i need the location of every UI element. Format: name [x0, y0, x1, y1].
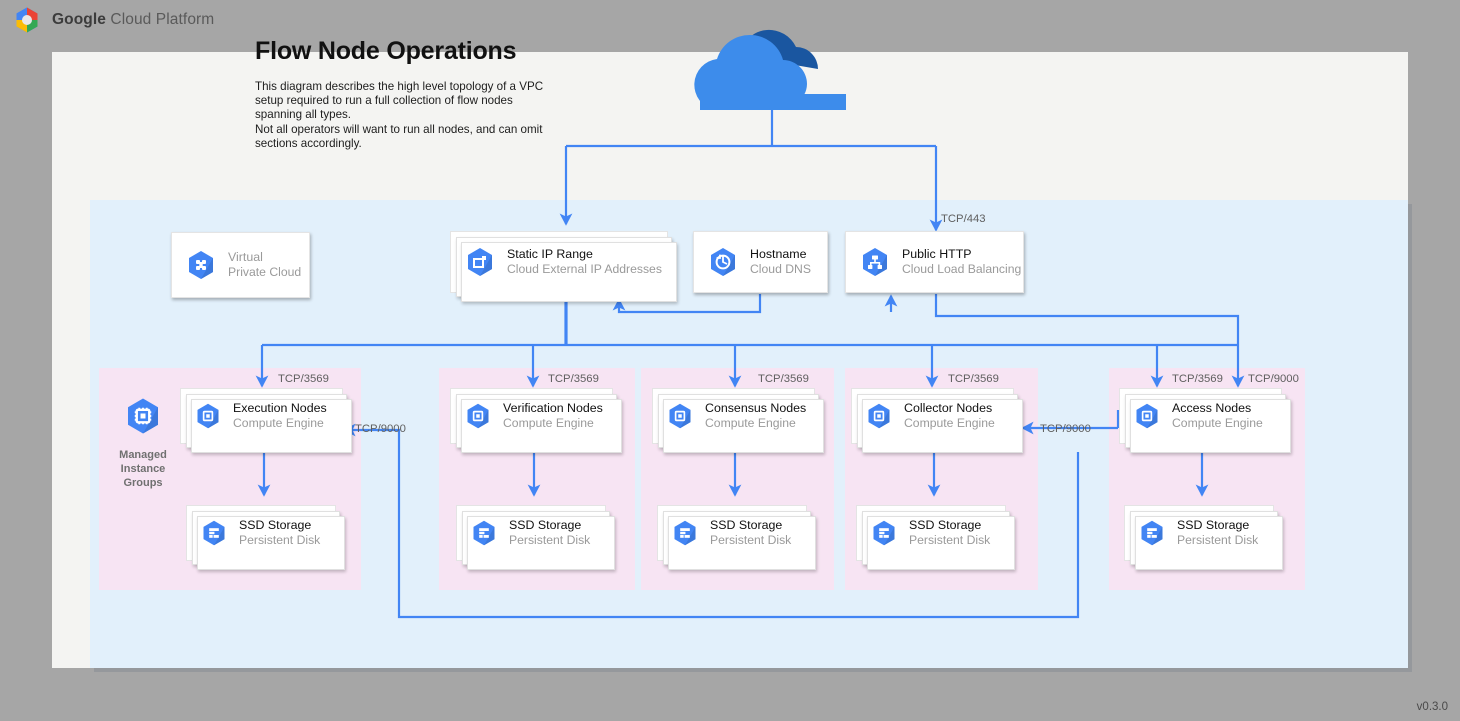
node-subtitle: Cloud Load Balancing: [902, 262, 1022, 277]
node-title: Hostname: [750, 247, 807, 261]
page-title: Flow Node Operations: [255, 37, 517, 65]
gcp-hexagon-logo-icon: [16, 7, 38, 33]
node-virtual-private-cloud[interactable]: Virtual Private Cloud: [171, 232, 310, 298]
storage-execution[interactable]: SSD Storage Persistent Disk: [186, 505, 345, 570]
compute-engine-icon: [467, 403, 489, 429]
port-label-consensus-3569: TCP/3569: [758, 373, 809, 385]
port-label-access-9000: TCP/9000: [1248, 373, 1299, 385]
port-label-exec-9000: TCP/9000: [355, 423, 406, 435]
node-public-http[interactable]: Public HTTP Cloud Load Balancing: [845, 231, 1024, 293]
storage-subtitle: Persistent Disk: [710, 533, 792, 548]
cloud-dns-icon: [711, 248, 735, 276]
node-subtitle: Compute Engine: [1172, 416, 1263, 431]
node-title: Consensus Nodes: [705, 401, 807, 415]
port-label-verify-3569: TCP/3569: [548, 373, 599, 385]
node-title: Static IP Range: [507, 247, 593, 261]
compute-engine-icon: [197, 403, 219, 429]
node-subtitle: Compute Engine: [233, 416, 324, 431]
storage-access[interactable]: SSD Storage Persistent Disk: [1124, 505, 1283, 570]
storage-consensus[interactable]: SSD Storage Persistent Disk: [657, 505, 816, 570]
node-title: Collector Nodes: [904, 401, 993, 415]
storage-subtitle: Persistent Disk: [509, 533, 591, 548]
persistent-disk-icon: [1141, 520, 1163, 546]
storage-subtitle: Persistent Disk: [1177, 533, 1259, 548]
node-static-ip-range[interactable]: Static IP Range Cloud External IP Addres…: [450, 231, 677, 302]
persistent-disk-icon: [203, 520, 225, 546]
node-subtitle: Cloud External IP Addresses: [507, 262, 662, 277]
managed-instance-group-icon: [128, 398, 158, 434]
node-subtitle: Compute Engine: [503, 416, 594, 431]
storage-verification[interactable]: SSD Storage Persistent Disk: [456, 505, 615, 570]
persistent-disk-icon: [674, 520, 696, 546]
storage-subtitle: Persistent Disk: [909, 533, 991, 548]
node-title: Execution Nodes: [233, 401, 327, 415]
cloud-external-ip-icon: [468, 248, 492, 276]
port-label-exec-3569: TCP/3569: [278, 373, 329, 385]
node-consensus-nodes[interactable]: Consensus Nodes Compute Engine: [652, 388, 824, 453]
storage-title: SSD Storage: [509, 518, 582, 532]
mig-label-execution: Managed Instance Groups: [119, 449, 167, 489]
cloud-icon: [694, 29, 846, 110]
brand-bold: Google: [52, 11, 106, 28]
persistent-disk-icon: [873, 520, 895, 546]
node-subtitle: Compute Engine: [705, 416, 796, 431]
virtual-private-cloud-icon: [189, 251, 213, 279]
storage-title: SSD Storage: [909, 518, 982, 532]
compute-engine-icon: [868, 403, 890, 429]
brand-rest: Cloud Platform: [106, 11, 215, 28]
node-verification-nodes[interactable]: Verification Nodes Compute Engine: [450, 388, 622, 453]
node-title: Verification Nodes: [503, 401, 603, 415]
compute-engine-icon: [1136, 403, 1158, 429]
node-hostname[interactable]: Hostname Cloud DNS: [693, 231, 828, 293]
storage-collector[interactable]: SSD Storage Persistent Disk: [856, 505, 1015, 570]
node-subtitle: Compute Engine: [904, 416, 995, 431]
gcp-brand-text: Google Cloud Platform: [52, 11, 214, 29]
port-label-collector-3569: TCP/3569: [948, 373, 999, 385]
storage-title: SSD Storage: [710, 518, 783, 532]
port-label-collector-9000: TCP/9000: [1040, 423, 1091, 435]
storage-title: SSD Storage: [239, 518, 312, 532]
node-subtitle: Private Cloud: [228, 265, 302, 280]
cloud-load-balancing-icon: [863, 248, 887, 276]
port-label-lb-443: TCP/443: [941, 213, 986, 225]
node-collector-nodes[interactable]: Collector Nodes Compute Engine: [851, 388, 1023, 453]
page-description: This diagram describes the high level to…: [255, 80, 544, 150]
node-access-nodes[interactable]: Access Nodes Compute Engine: [1119, 388, 1291, 453]
node-execution-nodes[interactable]: Execution Nodes Compute Engine: [180, 388, 352, 453]
node-title: Public HTTP: [902, 247, 972, 261]
node-subtitle: Cloud DNS: [750, 262, 811, 277]
node-title: Access Nodes: [1172, 401, 1252, 415]
storage-title: SSD Storage: [1177, 518, 1250, 532]
persistent-disk-icon: [473, 520, 495, 546]
gcp-header: Google Cloud Platform: [0, 0, 1460, 40]
node-title: Virtual: [228, 250, 263, 264]
compute-engine-icon: [669, 403, 691, 429]
version-label: v0.3.0: [1416, 701, 1448, 713]
port-label-access-3569: TCP/3569: [1172, 373, 1223, 385]
storage-subtitle: Persistent Disk: [239, 533, 321, 548]
